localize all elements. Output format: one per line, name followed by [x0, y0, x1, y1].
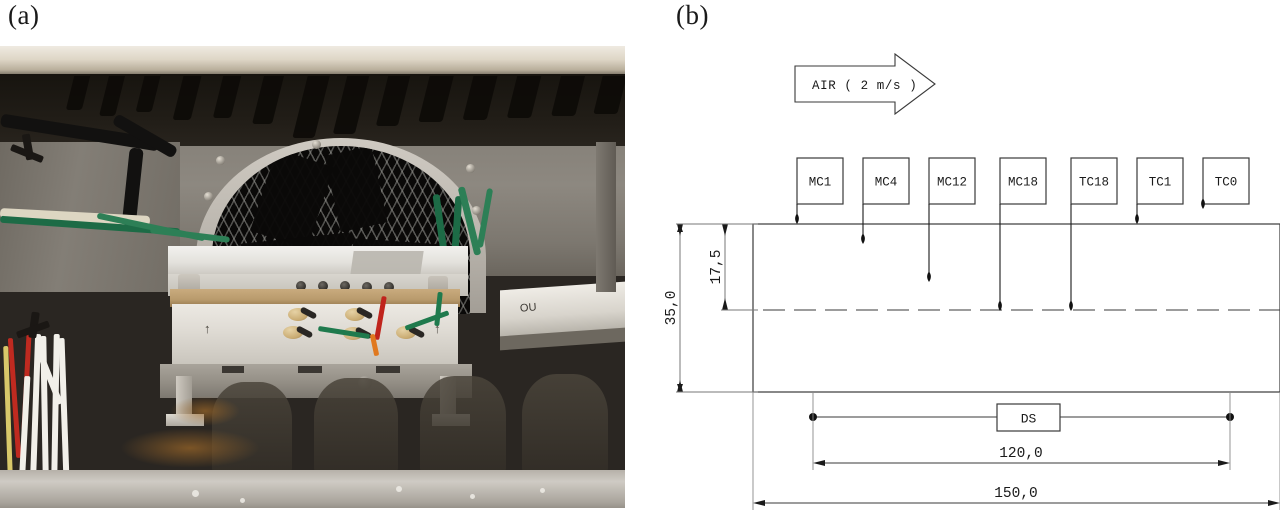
panel-label-a: (a): [8, 0, 40, 30]
sensor-tip-marker: [795, 213, 799, 224]
chamber-ceiling: [0, 46, 625, 76]
sensor-label: MC1: [809, 176, 832, 190]
sensor-mc4[interactable]: MC4: [861, 157, 910, 244]
platen-hole: [384, 282, 394, 292]
wooden-board-layer: [170, 289, 460, 307]
frame-notch: [376, 366, 400, 373]
sensor-tc18[interactable]: TC18: [1069, 157, 1118, 311]
floor-rust-stain: [120, 428, 260, 468]
rail-speck: [470, 494, 475, 499]
sensor-box[interactable]: [1136, 157, 1184, 205]
specimen-schematic: AIR ( 2 m/s ) MC1 MC4 MC12 MC18 TC18 TC1 TC0 3…: [660, 0, 1280, 518]
floor-rib: [314, 378, 398, 474]
floor-rib: [420, 376, 506, 474]
fan-ring-bolt: [466, 164, 475, 173]
platen-hole: [340, 281, 350, 291]
sensor-tc1[interactable]: TC1: [1135, 157, 1184, 224]
fan-ring-bolt: [216, 156, 225, 165]
chamber-door-rail: [0, 470, 625, 508]
fan-ring-bolt: [472, 206, 481, 215]
sensor-mc12[interactable]: MC12: [927, 157, 976, 282]
floor-rust-stain: [170, 396, 240, 426]
sensor-label: TC1: [1149, 176, 1172, 190]
sensor-tip-marker: [1069, 300, 1073, 311]
sensor-box[interactable]: [862, 157, 910, 205]
platen-hole: [296, 281, 306, 291]
sensor-box[interactable]: [796, 157, 844, 205]
sensor-box[interactable]: [999, 157, 1047, 205]
fan-ring-bolt: [312, 140, 321, 149]
sensor-tip-marker: [861, 233, 865, 244]
sensor-tip-marker: [927, 271, 931, 282]
dimension-height-total-label: 35,0: [664, 291, 680, 326]
frame-notch: [222, 366, 244, 373]
dimension-total-length-label: 150,0: [994, 486, 1038, 502]
ds-box: [996, 403, 1061, 432]
tape-patch: [350, 251, 424, 275]
schematic-svg: AIR ( 2 m/s ) MC1 MC4 MC12 MC18 TC18 TC1 TC0 3…: [664, 52, 1280, 510]
chamber-right-post: [596, 142, 616, 292]
dimension-height-half-label: 17,5: [709, 250, 725, 285]
ds-box-label: DS: [1021, 412, 1037, 427]
sensor-label: TC0: [1215, 176, 1238, 190]
rail-speck: [396, 486, 402, 492]
airflow-label: AIR ( 2 m/s ): [812, 79, 917, 93]
rail-speck: [540, 488, 545, 493]
platen-hole: [362, 282, 372, 292]
specimen-direction-arrow-right: ↑: [434, 321, 441, 336]
dimension-height-half: 17,5: [709, 223, 758, 311]
dimension-sensor-span: 120,0: [813, 446, 1230, 466]
dimension-height-total: 35,0: [664, 223, 758, 393]
fan-ring-bolt: [204, 192, 213, 201]
sensor-box[interactable]: [928, 157, 976, 205]
sensor-tip-marker: [998, 300, 1002, 311]
ds-measurement-row: DS: [809, 392, 1234, 470]
sensor-tip-marker: [1201, 198, 1205, 209]
sensor-label: MC4: [875, 176, 898, 190]
sensor-box[interactable]: [1202, 157, 1250, 205]
rail-speck: [192, 490, 199, 497]
sensor-layer: MC1 MC4 MC12 MC18 TC18 TC1 TC0: [795, 157, 1250, 311]
specimen-direction-arrow-left: ↑: [204, 321, 211, 336]
rail-speck: [240, 498, 245, 503]
dimension-sensor-span-label: 120,0: [999, 446, 1043, 462]
frame-notch: [298, 366, 322, 373]
sensor-label: TC18: [1079, 176, 1109, 190]
floor-rib: [522, 374, 608, 474]
sensor-mc1[interactable]: MC1: [795, 157, 844, 224]
dimension-total-length: 150,0: [752, 392, 1280, 510]
specimen-outline: [752, 223, 1280, 393]
sensor-mc18[interactable]: MC18: [998, 157, 1047, 311]
platen-hole: [318, 281, 328, 291]
chamber-photograph: ↑ ↑: [0, 46, 625, 508]
sensor-tip-marker: [1135, 213, 1139, 224]
sensor-tc0[interactable]: TC0: [1201, 157, 1250, 209]
airflow-arrow: [794, 52, 936, 116]
sensor-box[interactable]: [1070, 157, 1118, 205]
sensor-label: MC12: [937, 176, 967, 190]
sensor-label: MC18: [1008, 176, 1038, 190]
auxiliary-block-marking: OU: [519, 301, 537, 315]
panel-label-b: (b): [676, 0, 709, 30]
